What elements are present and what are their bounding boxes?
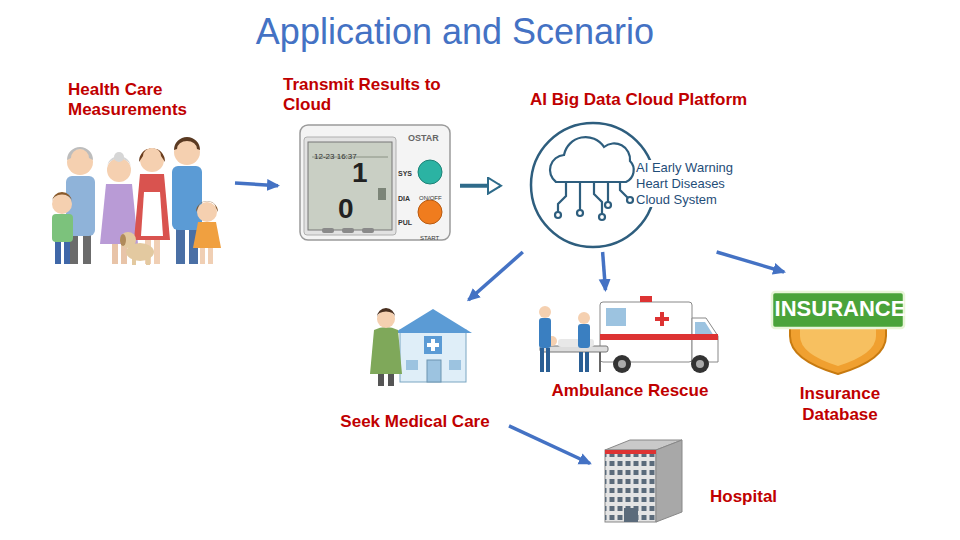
label-holder: SYS <box>398 162 412 180</box>
family-node: Health Care Measurements <box>40 75 235 275</box>
flow-arrow <box>235 183 278 186</box>
label-holder: START <box>420 226 439 244</box>
hospital-node: Hospital <box>590 435 792 530</box>
device-label: 0 <box>338 193 354 224</box>
ambulance-illustration <box>539 296 718 373</box>
ambulance-node: Ambulance Rescue <box>530 290 734 405</box>
node-body: AI Early Warning Heart Diseases Cloud Sy… <box>636 160 754 207</box>
bp-monitor <box>300 125 450 240</box>
monitor-node: Transmit Results to Cloud <box>278 70 460 248</box>
node-heading: Transmit Results to Cloud <box>283 75 453 116</box>
flow-arrow <box>460 184 500 188</box>
label-holder: DIA <box>398 187 410 205</box>
node-heading: Health Care Measurements <box>68 80 228 121</box>
node-heading: INSURANCE <box>765 296 915 322</box>
label-holder: ON/OFF <box>419 186 442 204</box>
clinic-illustration <box>370 308 472 386</box>
flow-arrow <box>717 252 784 272</box>
flow-arrow <box>469 252 523 300</box>
node-heading: Hospital <box>710 487 788 507</box>
node-body: Insurance Database <box>760 384 920 425</box>
node-heading: AI Big Data Cloud Platform <box>530 90 780 110</box>
family-illustration <box>52 137 221 265</box>
title-holder: Application and Scenario <box>0 10 910 53</box>
page-title: Application and Scenario <box>0 10 910 53</box>
label-holder: PUL <box>398 211 412 229</box>
label-holder: 12-23 16:37 <box>314 145 357 163</box>
device-label: SYS <box>398 170 412 177</box>
hospital-building <box>605 440 682 522</box>
insurance-node: INSURANCEInsurance Database <box>765 272 924 428</box>
medical-care-node: Seek Medical Care <box>325 300 509 435</box>
device-label: DIA <box>398 195 410 202</box>
device-label: PUL <box>398 219 412 226</box>
device-label: OSTAR <box>408 133 439 143</box>
label-holder: OSTAR <box>408 127 439 145</box>
node-heading: Ambulance Rescue <box>530 381 730 401</box>
label-holder: 0 <box>338 194 354 225</box>
device-label: 12-23 16:37 <box>314 152 357 161</box>
label-holder: 1 <box>352 158 368 189</box>
cloud-node: AI Big Data Cloud Platform AI Early Warni… <box>500 82 785 252</box>
flow-arrow <box>509 426 590 464</box>
device-label: START <box>420 235 439 241</box>
flow-arrow <box>603 252 606 290</box>
device-label: 1 <box>352 157 368 188</box>
device-label: ON/OFF <box>419 195 442 201</box>
node-heading: Seek Medical Care <box>325 412 505 432</box>
